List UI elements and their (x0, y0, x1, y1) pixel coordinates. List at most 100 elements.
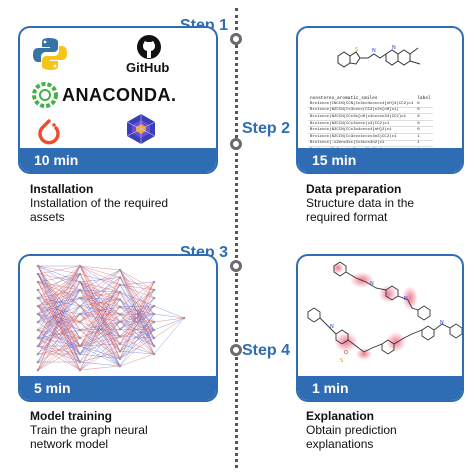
nn-connection (119, 292, 155, 347)
nn-connection (119, 299, 155, 347)
nn-node (78, 344, 82, 348)
github-logo-text: GitHub (126, 60, 170, 75)
step-3-node (230, 260, 242, 272)
nn-connection (119, 328, 155, 347)
explanation-title: Explanation (306, 409, 375, 423)
svg-text:S: S (340, 358, 343, 364)
nn-connection (79, 289, 121, 293)
nn-connection (119, 313, 155, 359)
nn-node (152, 288, 156, 292)
nn-node (118, 327, 122, 331)
nn-connection (119, 281, 155, 322)
nn-connection (119, 289, 155, 359)
label-cell: 1 (415, 140, 433, 148)
label-cell: 0 (415, 113, 433, 121)
nn-node (118, 364, 122, 368)
nn-connection (79, 265, 121, 271)
nn-connection (79, 336, 121, 347)
step-2-label: Step 2 (242, 120, 291, 137)
nn-connection (79, 265, 121, 278)
nn-connection (119, 305, 155, 337)
nn-connection (79, 314, 121, 355)
nn-connection (37, 337, 81, 371)
nn-connection (37, 329, 81, 371)
nn-connection (79, 289, 121, 315)
nn-connection (119, 292, 155, 331)
nn-connection (119, 353, 155, 367)
nn-connection (119, 314, 155, 355)
nn-connection (79, 305, 121, 315)
nn-node (36, 368, 40, 372)
nn-connection (79, 281, 121, 308)
nn-connection (37, 289, 81, 363)
svg-text:N: N (392, 45, 396, 51)
nn-connection (79, 269, 121, 323)
nn-connection (79, 284, 121, 347)
nn-connection (79, 292, 121, 363)
nn-connection (119, 321, 155, 355)
nn-connection (119, 313, 155, 367)
nn-connection (79, 329, 121, 337)
svg-text:N: N (372, 48, 376, 54)
nn-connection (119, 336, 155, 339)
data-preparation-time: 15 min (298, 148, 462, 172)
nn-connection (79, 265, 121, 308)
installation-desc: Installation of the required assets (30, 196, 169, 224)
nn-connection (119, 328, 155, 331)
nn-connection (79, 289, 121, 344)
pytorch-logo-icon (38, 119, 60, 145)
nn-connection (79, 306, 121, 331)
nn-node (152, 296, 156, 300)
nn-connection (79, 281, 121, 359)
nn-node (78, 328, 82, 332)
nn-connection (79, 345, 121, 367)
smiles-cell: Brc1cccc(N2CCN(CCc3c4cccc4[nH]2)c1 (308, 126, 416, 134)
nn-connection (79, 343, 121, 371)
nn-connection (37, 265, 81, 315)
nn-connection (79, 321, 121, 331)
nn-connection (119, 329, 155, 359)
nn-node (78, 288, 82, 292)
installation-card: GitHub ANACONDA. 10 min (18, 26, 218, 174)
nn-connection (119, 329, 155, 345)
nn-connection (119, 305, 155, 330)
svg-text:N: N (370, 281, 374, 287)
nn-connection (119, 299, 155, 355)
nn-connection (79, 321, 121, 363)
nn-connection (79, 277, 121, 307)
nn-node (152, 336, 156, 340)
nn-connection (119, 289, 155, 322)
nn-connection (79, 284, 121, 355)
nn-connection (153, 317, 185, 355)
nn-node (118, 349, 122, 353)
installation-title: Installation (30, 182, 94, 196)
nn-node (118, 276, 122, 279)
nn-node (78, 264, 82, 268)
github-logo-icon (137, 35, 161, 59)
nn-connection (79, 277, 121, 371)
nn-node (152, 304, 156, 308)
svg-text:S: S (355, 47, 358, 53)
nn-connection (79, 277, 121, 283)
nn-node (118, 268, 122, 272)
smiles-table-header: nonstereo_aromatic_smiles label (308, 96, 433, 101)
nn-connection (79, 321, 121, 347)
nn-connection (79, 297, 121, 352)
explanation-molecules-diagram: N N N O S N (307, 261, 462, 364)
nn-connection (119, 306, 155, 331)
nn-node (78, 296, 82, 300)
nn-node (152, 280, 156, 284)
nn-connection (79, 265, 121, 337)
model-training-time: 5 min (20, 376, 216, 400)
nn-connection (119, 337, 155, 359)
nn-connection (119, 284, 155, 299)
nn-node (118, 335, 122, 338)
nn-connection (79, 299, 121, 307)
nn-connection (79, 265, 121, 293)
nn-node (78, 352, 82, 356)
nn-connection (153, 317, 185, 323)
data-preparation-title: Data preparation (306, 182, 402, 196)
nn-node (118, 305, 122, 309)
label-cell: 0 (415, 126, 433, 134)
